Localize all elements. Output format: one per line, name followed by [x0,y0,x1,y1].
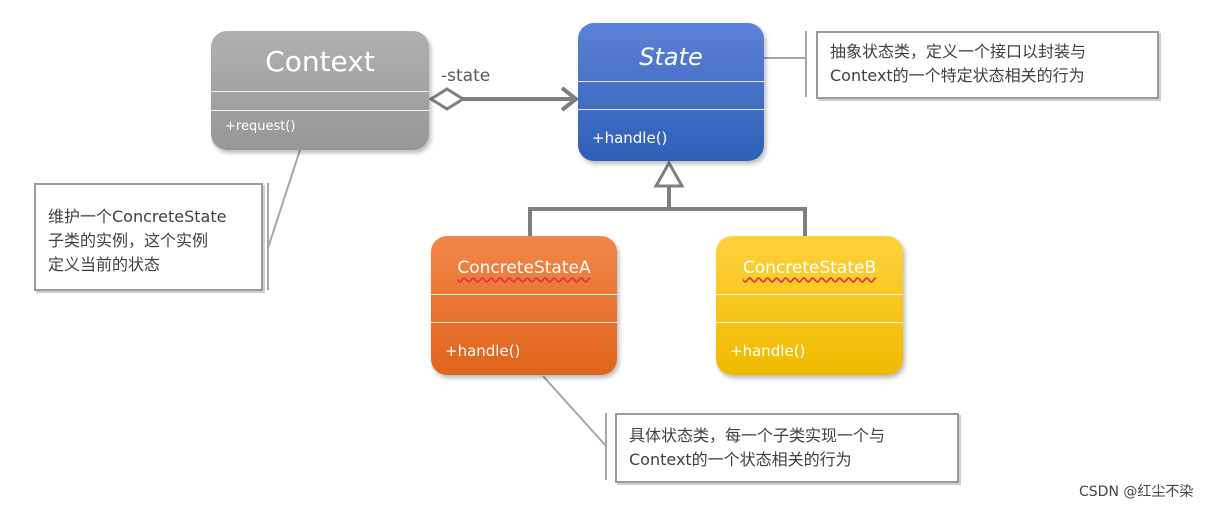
state-operation: +handle() [592,129,668,147]
note-line: 抽象状态类，定义一个接口以封装与 [830,42,1087,61]
note-line: 定义当前的状态 [48,255,161,274]
operation-divider [578,109,764,110]
association-role-label: -state [441,66,491,86]
note-line: 子类的实例，这个实例 [48,231,209,250]
context-class-name: Context [265,45,375,78]
context-class-box: Context +request() [211,31,429,150]
concrete-state-description-note: 具体状态类，每一个子类实现一个与 Context的一个状态相关的行为 [615,413,959,483]
concrete-state-b-class-box: ConcreteStateB +handle() [716,236,903,375]
watermark: CSDN @红尘不染 [1079,484,1194,500]
operation-divider [431,322,617,323]
concrete-state-a-class-name: ConcreteStateA [457,258,591,278]
aggregation-diamond [428,87,466,111]
note-line: Context的一个状态相关的行为 [629,450,852,469]
attribute-divider [578,81,764,82]
state-class-box: State +handle() [578,23,764,161]
note-line: 具体状态类，每一个子类实现一个与 [629,426,886,445]
attribute-divider [716,294,903,295]
state-description-note: 抽象状态类，定义一个接口以封装与 Context的一个特定状态相关的行为 [816,31,1159,99]
attribute-divider [431,294,617,295]
navigation-arrowhead [560,86,580,112]
context-operation: +request() [225,119,296,134]
concrete-note-connector [542,375,607,447]
attribute-divider [211,91,429,92]
concrete-state-a-class-box: ConcreteStateA +handle() [431,236,617,375]
concrete-state-a-operation: +handle() [445,342,521,360]
generalization-triangle [653,159,685,188]
note-line: 维护一个ConcreteState [48,207,227,226]
context-note-connector [267,149,301,249]
state-class-name: State [639,43,703,71]
note-line: Context的一个特定状态相关的行为 [830,66,1085,85]
operation-divider [716,322,903,323]
concrete-state-b-operation: +handle() [730,342,806,360]
context-description-note: 维护一个ConcreteState 子类的实例，这个实例 定义当前的状态 [34,183,263,291]
operation-divider [211,110,429,111]
concrete-state-b-class-name: ConcreteStateB [742,258,877,278]
